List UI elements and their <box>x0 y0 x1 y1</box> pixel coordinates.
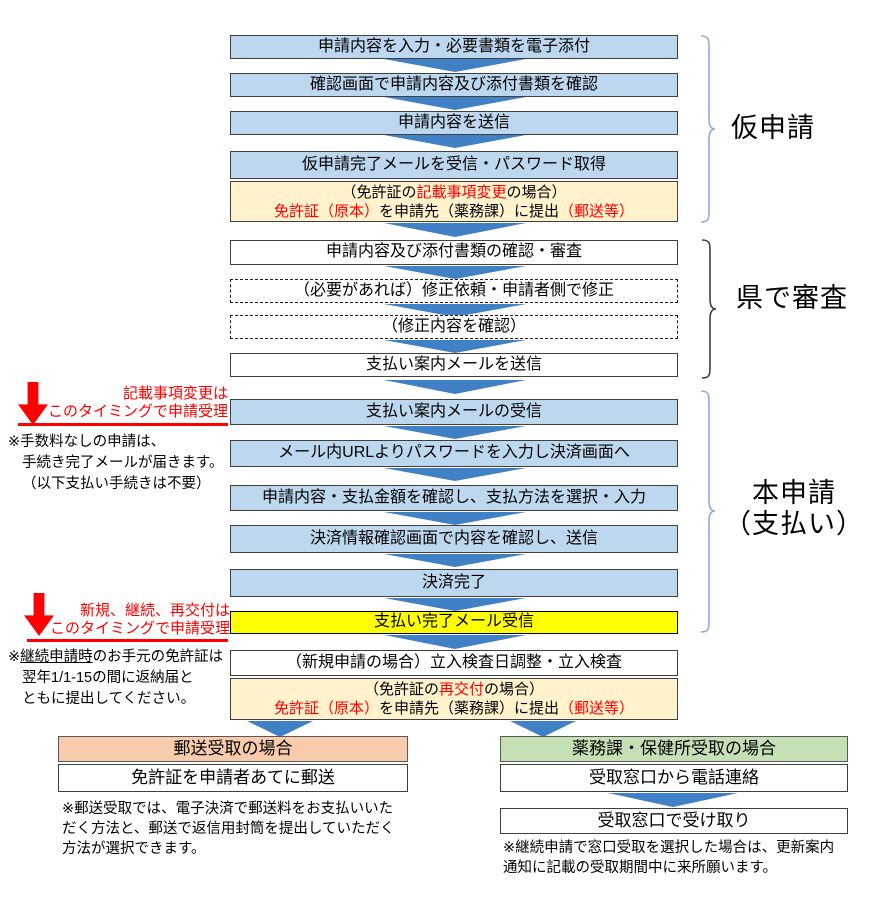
red-underline <box>27 639 228 642</box>
down-arrow-icon <box>384 135 526 148</box>
down-arrow-icon <box>247 721 313 737</box>
step-review-documents: 申請内容及び添付書類の確認・審査 <box>230 240 678 265</box>
step-onsite-inspection: （新規申請の場合）立入検査日調整・立入検査 <box>230 650 678 676</box>
step-mail-license: 免許証を申請者あてに郵送 <box>58 764 408 792</box>
down-arrow-icon <box>384 266 526 279</box>
license-reissue-line2: 免許証（原本）を申請先（薬務課）に提出（郵送等） <box>273 700 635 717</box>
down-arrow-icon <box>608 793 738 807</box>
down-arrow-icon <box>510 721 576 737</box>
down-arrow-icon <box>384 635 526 649</box>
section-label-temp: 仮申請 <box>731 113 815 143</box>
step-select-payment-method: 申請内容・支払金額を確認し、支払方法を選択・入力 <box>230 485 678 511</box>
down-arrow-icon <box>384 223 526 237</box>
down-arrow-icon <box>384 59 526 72</box>
timing-note-1: 記載事項変更は このタイミングで申請受理 <box>47 385 228 420</box>
office-receipt-note: ※継続申請で窓口受取を選択した場合は、更新案内 通知に記載の受取期間中に来所願い… <box>503 840 835 876</box>
down-arrow-icon <box>384 554 526 567</box>
step-confirm-correction: （修正内容を確認） <box>230 315 678 339</box>
down-arrow-icon <box>384 598 526 611</box>
timing-note-2: 新規、継続、再交付は このタイミングで申請受理 <box>49 602 230 637</box>
license-reissue-line1: （免許証の再交付の場合） <box>363 681 545 698</box>
step-receive-payment-mail: 支払い案内メールの受信 <box>230 399 678 425</box>
mail-receipt-note: ※郵送受取では、電子決済で郵送料をお支払いいた だく方法と、郵送で返信用封筒を提… <box>62 801 395 857</box>
office-receipt-header: 薬務課・保健所受取の場合 <box>500 736 848 762</box>
no-fee-note: ※手数料なしの申請は、 手続き完了メールが届きます。 （以下支払い手続きは不要） <box>8 434 224 492</box>
brace-icon <box>700 390 716 633</box>
section-label-main: 本申請 （支払い） <box>724 478 864 539</box>
license-change-note-box: （免許証の記載事項変更の場合） 免許証（原本）を申請先（薬務課）に提出（郵送等） <box>230 181 678 222</box>
step-send-payment-mail: 支払い案内メールを送信 <box>230 353 678 377</box>
down-arrow-icon <box>384 426 526 439</box>
down-arrow-icon <box>384 468 526 481</box>
down-arrow-icon <box>384 340 526 353</box>
step-phone-contact: 受取窓口から電話連絡 <box>500 764 848 792</box>
renewal-return-note: ※継続申請時のお手元の免許証は 翌年1/1-15の間に返納届と ともに提出してく… <box>8 647 233 710</box>
step-correction-request: （必要があれば）修正依頼・申請者側で修正 <box>230 279 678 303</box>
brace-icon <box>700 35 716 223</box>
down-arrow-icon <box>384 97 526 110</box>
mail-receipt-header: 郵送受取の場合 <box>58 736 408 762</box>
step-temp-complete-mail: 仮申請完了メールを受信・パスワード取得 <box>230 151 678 179</box>
license-reissue-note-box: （免許証の再交付の場合） 免許証（原本）を申請先（薬務課）に提出（郵送等） <box>230 678 678 720</box>
license-change-line2: 免許証（原本）を申請先（薬務課）に提出（郵送等） <box>273 202 635 220</box>
renewal-return-line1: ※継続申請時のお手元の免許証は <box>8 649 224 665</box>
brace-icon <box>701 239 717 379</box>
step-payment-complete-mail: 支払い完了メール受信 <box>230 611 678 634</box>
section-label-review: 県で審査 <box>736 283 848 313</box>
down-arrow-icon <box>384 380 526 394</box>
step-payment-complete: 決済完了 <box>230 569 678 597</box>
red-underline <box>18 423 228 426</box>
step-confirm-screen: 確認画面で申請内容及び添付書類を確認 <box>230 73 678 97</box>
step-send-application: 申請内容を送信 <box>230 111 678 135</box>
step-window-pickup: 受取窓口で受け取り <box>500 808 848 834</box>
step-enter-application: 申請内容を入力・必要書類を電子添付 <box>230 35 678 59</box>
step-url-password: メール内URLよりパスワードを入力し決済画面へ <box>230 440 678 467</box>
down-arrow-icon <box>384 512 526 525</box>
step-confirm-payment-info: 決済情報確認画面で内容を確認し、送信 <box>230 525 678 553</box>
license-change-line1: （免許証の記載事項変更の場合） <box>341 183 567 201</box>
